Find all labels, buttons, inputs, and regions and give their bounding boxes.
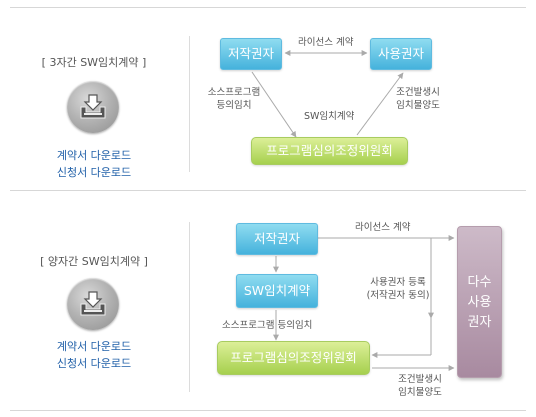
source-deposit-label: 소스프로그램 등의임치	[222, 320, 313, 331]
program-to-user-arrow	[356, 72, 404, 136]
download-icon	[80, 291, 106, 316]
condition-transfer-label-line2: 임치물양도	[398, 387, 442, 398]
middle-divider	[10, 190, 526, 191]
sw-escrow-node: SW임치계약	[236, 274, 318, 308]
many-licensees-line3: 권자	[467, 315, 492, 330]
condition-transfer-label-line1: 조건발생시	[398, 374, 442, 385]
many-licensees-line1: 다수	[467, 275, 492, 290]
section-title: [ 양자간 SW임치계약 ]	[40, 255, 148, 268]
top-divider	[10, 7, 526, 8]
licensee-node: 사용권자	[370, 38, 432, 70]
user-register-label-line1: 사용권자 등록	[370, 277, 426, 288]
download-icon	[67, 278, 119, 330]
user-register-label: 사용권자 등록 (저작권자 동의)	[356, 276, 440, 302]
condition-transfer-label-line2: 임치물양도	[396, 100, 440, 111]
source-deposit-label-line2: 등의임치	[216, 100, 252, 111]
copyright-holder-node: 저작권자	[236, 223, 318, 255]
sw-escrow-label: SW임치계약	[304, 111, 355, 122]
contract-download-link[interactable]: 계약서 다운로드	[56, 149, 132, 162]
contract-download-link[interactable]: 계약서 다운로드	[56, 340, 132, 353]
bottom-divider	[10, 410, 526, 411]
license-label: 라이선스 계약	[355, 222, 411, 233]
condition-transfer-label: 조건발생시 임치물양도	[382, 86, 454, 112]
application-download-link[interactable]: 신청서 다운로드	[56, 166, 132, 179]
application-download-link[interactable]: 신청서 다운로드	[56, 357, 132, 370]
source-deposit-label-line1: 소스프로그램	[207, 87, 261, 98]
download-icon	[67, 81, 119, 133]
many-licensees-line2: 사용	[467, 295, 492, 310]
section-title: [ 3자간 SW임치계약 ]	[41, 56, 147, 69]
source-deposit-label: 소스프로그램 등의임치	[198, 86, 270, 112]
copyright-to-program-arrow	[251, 71, 297, 138]
condition-transfer-label-line1: 조건발생시	[396, 87, 440, 98]
copyright-holder-node: 저작권자	[220, 38, 282, 70]
download-icon	[80, 94, 106, 119]
section2-vertical-separator	[189, 222, 190, 392]
license-label: 라이선스 계약	[298, 37, 354, 48]
section1-vertical-separator	[189, 36, 190, 172]
program-committee-node: 프로그램심의조정위원회	[217, 341, 370, 375]
many-licensees-node: 다수 사용 권자	[457, 226, 502, 378]
condition-transfer-label: 조건발생시 임치물양도	[384, 373, 456, 399]
program-committee-node: 프로그램심의조정위원회	[251, 137, 408, 165]
user-register-label-line2: (저작권자 동의)	[366, 290, 430, 301]
